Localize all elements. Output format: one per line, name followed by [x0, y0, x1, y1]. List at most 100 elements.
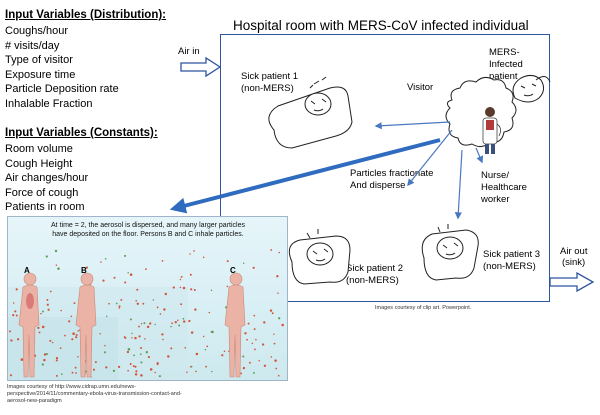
aerosol-particle — [10, 339, 13, 342]
person-b-label: B — [81, 266, 87, 275]
aerosol-particle — [37, 326, 40, 330]
aerosol-particle — [12, 313, 15, 317]
aerosol-particle — [117, 365, 121, 369]
aerosol-particle — [55, 359, 58, 362]
aerosol-particle — [179, 286, 182, 289]
distribution-item: Type of visitor — [5, 54, 73, 67]
aerosol-particle — [226, 285, 229, 288]
aerosol-particle — [123, 336, 126, 338]
dispersal-arrow — [407, 129, 453, 187]
aerosol-particle — [156, 306, 159, 309]
aerosol-particle — [244, 332, 247, 335]
air-out-sink-label: (sink) — [562, 257, 586, 268]
aerosol-particle — [149, 322, 152, 325]
aerosol-particle — [136, 288, 139, 291]
aerosol-particle — [177, 319, 179, 321]
aerosol-particle — [170, 347, 173, 350]
dispersal-arrow — [454, 149, 463, 220]
aerosol-particle — [154, 371, 156, 374]
aerosol-particle — [248, 361, 251, 364]
aerosol-particle — [147, 356, 150, 359]
hospital-room-box — [220, 34, 550, 302]
aerosol-particle — [251, 342, 254, 345]
dispersal-arrow — [374, 121, 451, 130]
aerosol-particle — [211, 370, 213, 373]
bottom-credit-line: Images courtesy of http://www.cidrap.umn… — [7, 384, 137, 390]
constants-item: Force of cough — [5, 186, 79, 199]
aerosol-particle — [105, 366, 108, 369]
aerosol-particle — [269, 309, 273, 312]
aerosol-particle — [145, 351, 148, 354]
aerosol-particle — [170, 325, 172, 328]
aerosol-particle — [12, 302, 15, 304]
aerosol-particle — [72, 332, 75, 335]
aerosol-particle — [15, 314, 18, 317]
aerosol-particle — [43, 353, 47, 356]
aerosol-particle — [154, 323, 156, 326]
aerosol-particle — [189, 253, 191, 255]
distribution-list: Coughs/hour # visits/day Type of visitor… — [5, 24, 119, 112]
aerosol-particle — [120, 298, 123, 301]
aerosol-particle — [162, 338, 164, 341]
distribution-item: Particle Deposition rate — [5, 83, 119, 96]
aerosol-particle — [188, 319, 191, 323]
aerosol-particle — [194, 308, 197, 311]
sick-patient-2-label: Sick patient 2 — [346, 263, 404, 274]
aerosol-particle — [77, 356, 79, 358]
aerosol-particle — [132, 365, 135, 368]
aerosol-particle — [149, 368, 153, 371]
aerosol-particle — [134, 365, 137, 368]
aerosol-particle — [9, 374, 13, 377]
aerosol-particle — [74, 366, 77, 369]
sick-patient-2-icon — [288, 229, 351, 285]
aerosol-particle — [71, 371, 74, 374]
aerosol-particle — [131, 332, 133, 335]
aerosol-particle — [171, 322, 173, 325]
aerosol-particle — [127, 271, 129, 274]
air-out-label: Air out — [560, 246, 588, 257]
sick-patient-3-sub: (non-MERS) — [483, 261, 536, 272]
aerosol-particle — [263, 364, 267, 367]
aerosol-particle — [246, 338, 248, 341]
aerosol-particle — [139, 353, 142, 356]
aerosol-particle — [118, 305, 121, 308]
aerosol-particle — [240, 372, 243, 375]
aerosol-particle — [140, 346, 143, 350]
aerosol-particle — [202, 335, 205, 338]
aerosol-particle — [14, 310, 17, 313]
aerosol-particle — [210, 289, 213, 292]
inset-caption: At time = 2, the aerosol is dispersed, a… — [18, 221, 278, 239]
room-title: Hospital room with MERS-CoV infected ind… — [233, 18, 529, 33]
aerosol-particle — [273, 342, 276, 345]
aerosol-particle — [211, 330, 214, 334]
aerosol-particle — [105, 315, 108, 318]
aerosol-particle — [143, 322, 146, 325]
aerosol-particle — [278, 251, 280, 254]
aerosol-particle — [46, 299, 49, 301]
nurse-label-1: Nurse/ — [481, 170, 509, 181]
aerosol-particle — [108, 302, 110, 305]
aerosol-particle — [75, 336, 78, 339]
distribution-item: Inhalable Fraction — [5, 97, 93, 110]
constants-item: Cough Height — [5, 157, 73, 170]
aerosol-particle — [55, 374, 58, 377]
aerosol-particle — [178, 324, 181, 327]
aerosol-particle — [253, 328, 256, 331]
person-c-figure — [224, 272, 246, 378]
aerosol-particle — [172, 286, 175, 289]
aerosol-particle — [164, 292, 167, 296]
aerosol-particle — [182, 317, 185, 320]
aerosol-particle — [134, 336, 137, 340]
aerosol-inset — [7, 216, 288, 381]
aerosol-particle — [202, 256, 205, 259]
aerosol-particle — [180, 303, 183, 306]
person-b-figure — [75, 272, 97, 378]
distribution-item: # visits/day — [5, 39, 60, 52]
aerosol-particle — [159, 313, 162, 315]
aerosol-particle — [71, 338, 74, 341]
aerosol-particle — [129, 363, 132, 365]
aerosol-particle — [42, 310, 44, 313]
aerosol-particle — [124, 254, 127, 257]
aerosol-particle — [131, 337, 133, 339]
aerosol-particle — [180, 275, 183, 278]
